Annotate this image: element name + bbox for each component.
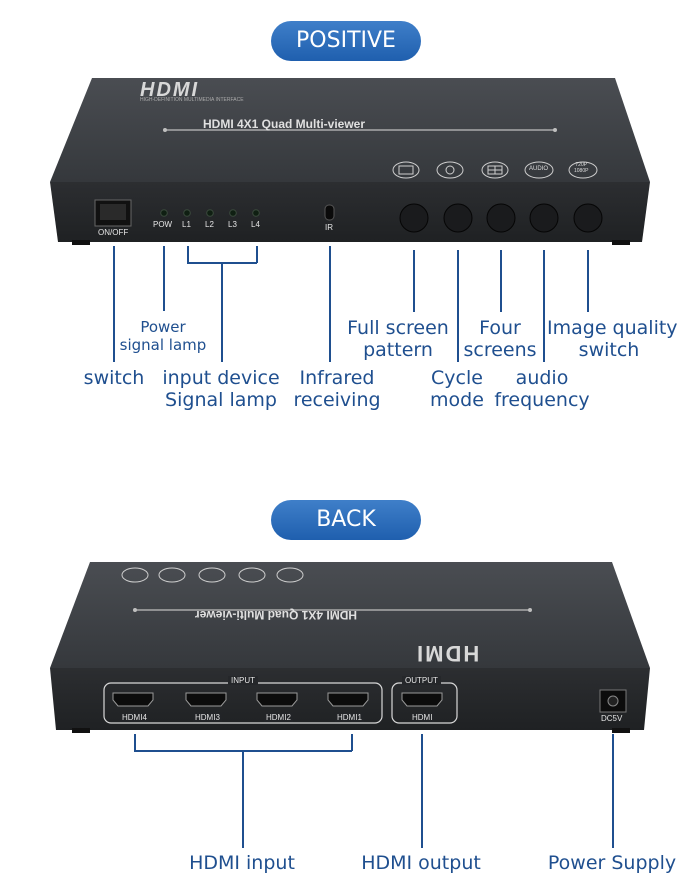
input-group-label: INPUT bbox=[228, 676, 258, 685]
hdmi3-port bbox=[185, 692, 227, 707]
hdmi2-port bbox=[256, 692, 298, 707]
switch-label: ON/OFF bbox=[98, 228, 129, 237]
four-screens-icon bbox=[481, 161, 509, 179]
led-l4 bbox=[252, 209, 260, 217]
led-label-l4: L4 bbox=[251, 220, 260, 229]
front-title: HDMI 4X1 Quad Multi-viewer bbox=[203, 117, 366, 131]
led-l3 bbox=[229, 209, 237, 217]
label-power-supply: Power Supply bbox=[547, 852, 677, 874]
label-cycle: Cycle mode bbox=[430, 367, 484, 412]
port-label-hdmi4: HDMI4 bbox=[120, 713, 149, 722]
label-infrared: Infrared receiving bbox=[293, 367, 381, 412]
label-audio: audio frequency bbox=[494, 367, 590, 412]
front-logo-sub: HIGH-DEFINITION MULTIMEDIA INTERFACE bbox=[140, 97, 244, 103]
back-top-face bbox=[50, 562, 650, 668]
four-screens-button bbox=[486, 203, 516, 233]
led-label-l1: L1 bbox=[182, 220, 191, 229]
cycle-icon bbox=[436, 161, 464, 179]
leader-hdmi-input bbox=[242, 750, 244, 848]
ir-window bbox=[324, 204, 335, 221]
leader-full-screen bbox=[413, 250, 415, 312]
led-pow bbox=[160, 209, 168, 217]
hdmi1-port bbox=[327, 692, 369, 707]
res-icon-text: 720P 1080P bbox=[574, 162, 589, 174]
positive-badge: POSITIVE bbox=[271, 21, 421, 61]
label-input-lamp: input device Signal lamp bbox=[162, 367, 280, 412]
port-label-hdmi3: HDMI3 bbox=[193, 713, 222, 722]
port-label-hdmi1: HDMI1 bbox=[335, 713, 364, 722]
resolution-icon bbox=[568, 161, 598, 179]
hdmi-output-port bbox=[401, 692, 443, 707]
label-hdmi-output: HDMI output bbox=[361, 852, 481, 874]
leader-switch bbox=[113, 246, 115, 362]
ir-label: IR bbox=[325, 223, 333, 232]
resolution-button bbox=[573, 203, 603, 233]
dc5v-label: DC5V bbox=[601, 714, 623, 723]
full-screen-icon bbox=[392, 161, 420, 179]
leader-power-supply bbox=[612, 734, 614, 848]
label-hdmi-input: HDMI input bbox=[189, 852, 295, 874]
led-label-l2: L2 bbox=[205, 220, 214, 229]
back-badge: BACK bbox=[271, 500, 421, 540]
hdmi4-port bbox=[112, 692, 154, 707]
audio-icon-text: AUDIO bbox=[529, 166, 549, 172]
led-l2 bbox=[206, 209, 214, 217]
back-title: HDMI 4X1 Quad Multi-viewer bbox=[195, 608, 358, 622]
audio-icon bbox=[524, 161, 554, 179]
back-logo: HDMI bbox=[415, 641, 480, 666]
leader-four-screens bbox=[500, 250, 502, 312]
led-label-pow: POW bbox=[153, 220, 173, 229]
output-port-label: HDMI bbox=[410, 713, 435, 722]
leader-image-quality bbox=[587, 250, 589, 312]
leader-cycle bbox=[457, 250, 459, 362]
leader-input-lamp bbox=[221, 262, 223, 362]
leader-hdmi-output bbox=[421, 734, 423, 848]
port-label-hdmi2: HDMI2 bbox=[264, 713, 293, 722]
output-group-label: OUTPUT bbox=[402, 676, 441, 685]
label-image-quality: Image quality switch bbox=[547, 317, 678, 362]
front-logo: HDMI bbox=[140, 79, 200, 101]
cycle-button bbox=[443, 203, 473, 233]
label-full-screen: Full screen pattern bbox=[347, 317, 449, 362]
led-label-l3: L3 bbox=[228, 220, 237, 229]
leader-power bbox=[163, 246, 165, 311]
full-screen-button bbox=[399, 203, 429, 233]
label-four-screens: Four screens bbox=[463, 317, 537, 362]
leader-infrared bbox=[329, 246, 331, 362]
leader-audio bbox=[543, 250, 545, 362]
label-power-lamp: Power signal lamp bbox=[119, 318, 207, 354]
audio-button bbox=[529, 203, 559, 233]
label-switch: switch bbox=[83, 367, 145, 389]
led-l1 bbox=[183, 209, 191, 217]
